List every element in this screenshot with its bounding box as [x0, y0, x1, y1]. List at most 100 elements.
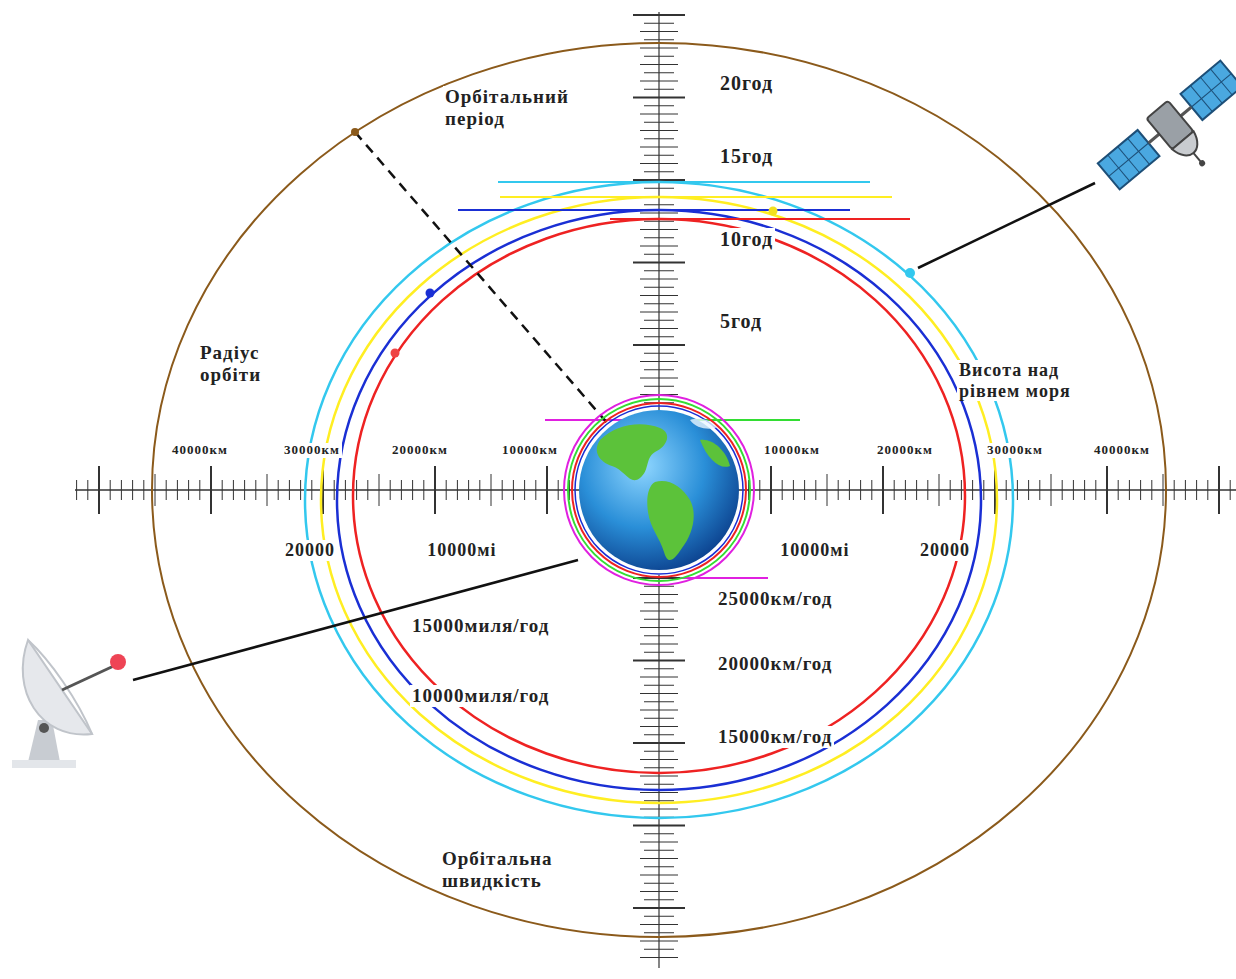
- orbit-brown: [152, 43, 1166, 937]
- ladder-tick: [644, 883, 674, 884]
- ladder-tick: [640, 842, 678, 843]
- ruler-tick: [972, 480, 973, 500]
- ruler-tick: [927, 480, 928, 500]
- ruler-tick: [76, 480, 77, 500]
- orbit-dots: [351, 128, 915, 358]
- ruler-tick: [804, 480, 805, 500]
- ladder-tick: [640, 147, 678, 148]
- ladder-tick: [644, 685, 674, 686]
- ladder-tick: [644, 833, 674, 834]
- ruler-tick: [166, 480, 167, 500]
- ladder-tick: [640, 611, 678, 612]
- ruler-tick: [871, 480, 872, 500]
- km-value: 40000км: [1092, 443, 1152, 458]
- ladder-tick: [640, 957, 678, 958]
- orbit-rings: [152, 43, 1166, 937]
- km-value: 10000км: [500, 443, 560, 458]
- ruler-tick: [1062, 480, 1063, 500]
- ladder-tick: [633, 742, 685, 744]
- ruler-tick: [1118, 480, 1119, 500]
- ladder-tick: [644, 105, 674, 106]
- ruler-tick: [412, 480, 413, 500]
- km-value: 30000км: [985, 443, 1045, 458]
- ruler-tick: [1095, 480, 1096, 500]
- ruler-tick: [468, 480, 469, 500]
- mile-value: 10000мі: [778, 540, 851, 561]
- dish-bowl: [23, 640, 92, 734]
- ladder-tick: [644, 899, 674, 900]
- level-line: [500, 196, 892, 198]
- ladder-tick: [633, 825, 685, 827]
- continent: [597, 424, 667, 480]
- ruler-tick: [311, 480, 312, 500]
- ladder-tick: [640, 809, 678, 810]
- solar-panel: [1181, 61, 1236, 120]
- ladder-tick: [640, 229, 678, 230]
- ladder-tick: [644, 287, 674, 288]
- ruler-tick: [782, 480, 783, 500]
- ladder-tick: [633, 344, 685, 346]
- ladder-tick: [644, 188, 674, 189]
- ladder-tick: [633, 660, 685, 662]
- ladder-tick: [644, 237, 674, 238]
- ruler-tick: [860, 480, 861, 500]
- ruler-tick: [1129, 480, 1130, 500]
- ladder-tick: [640, 295, 678, 296]
- ladder-tick: [644, 916, 674, 917]
- ruler-tick: [838, 480, 839, 500]
- period-value: 5год: [718, 310, 764, 333]
- ruler-tick: [210, 466, 212, 514]
- ruler-tick: [1017, 480, 1018, 500]
- level-line: [458, 209, 850, 211]
- ruler-tick: [255, 480, 256, 500]
- km-value: 40000км: [170, 443, 230, 458]
- ladder-tick: [640, 759, 678, 760]
- ruler-tick: [939, 474, 940, 506]
- axis-title: Орбітальний період: [443, 86, 617, 130]
- ladder-tick: [640, 726, 678, 727]
- ruler-tick: [1051, 474, 1052, 506]
- ladder-tick: [644, 138, 674, 139]
- km-value: 20000км: [390, 443, 450, 458]
- earth-globe: [579, 410, 739, 570]
- ladder-tick: [640, 114, 678, 115]
- ladder-tick: [640, 130, 678, 131]
- ladder-tick: [633, 14, 685, 16]
- ruler-tick: [1140, 480, 1141, 500]
- ladder-tick: [640, 891, 678, 892]
- ladder-tick: [633, 907, 685, 909]
- continent: [647, 481, 693, 560]
- radius-line: [355, 132, 615, 432]
- period-value: 20год: [718, 72, 775, 95]
- ladder-tick: [644, 171, 674, 172]
- ladder-tick: [640, 693, 678, 694]
- ruler-tick: [457, 480, 458, 500]
- ruler-tick: [155, 474, 156, 506]
- ruler-tick: [1207, 480, 1208, 500]
- ladder-tick: [644, 767, 674, 768]
- ladder-tick: [640, 163, 678, 164]
- orbit-blue: [337, 210, 981, 790]
- ladder-tick: [640, 64, 678, 65]
- orbit-dot: [391, 349, 400, 358]
- ladder-tick: [644, 303, 674, 304]
- km-value: 10000км: [762, 443, 822, 458]
- ruler-tick: [1073, 480, 1074, 500]
- ruler-tick: [244, 480, 245, 500]
- ladder-tick: [640, 81, 678, 82]
- ladder-tick: [644, 718, 674, 719]
- ruler-tick: [1230, 480, 1231, 500]
- solar-panel: [1098, 130, 1160, 189]
- level-lines: [458, 182, 910, 578]
- speed-axis: [658, 575, 659, 968]
- low-orbit: [572, 403, 746, 577]
- axis-title: Радіус орбіти: [198, 342, 314, 386]
- level-line: [610, 218, 910, 220]
- low-orbit: [568, 399, 750, 581]
- ladder-tick: [644, 949, 674, 950]
- ruler-tick: [1174, 480, 1175, 500]
- ladder-tick: [640, 31, 678, 32]
- low-orbit: [564, 395, 754, 585]
- ruler-tick: [188, 480, 189, 500]
- level-line: [498, 181, 870, 183]
